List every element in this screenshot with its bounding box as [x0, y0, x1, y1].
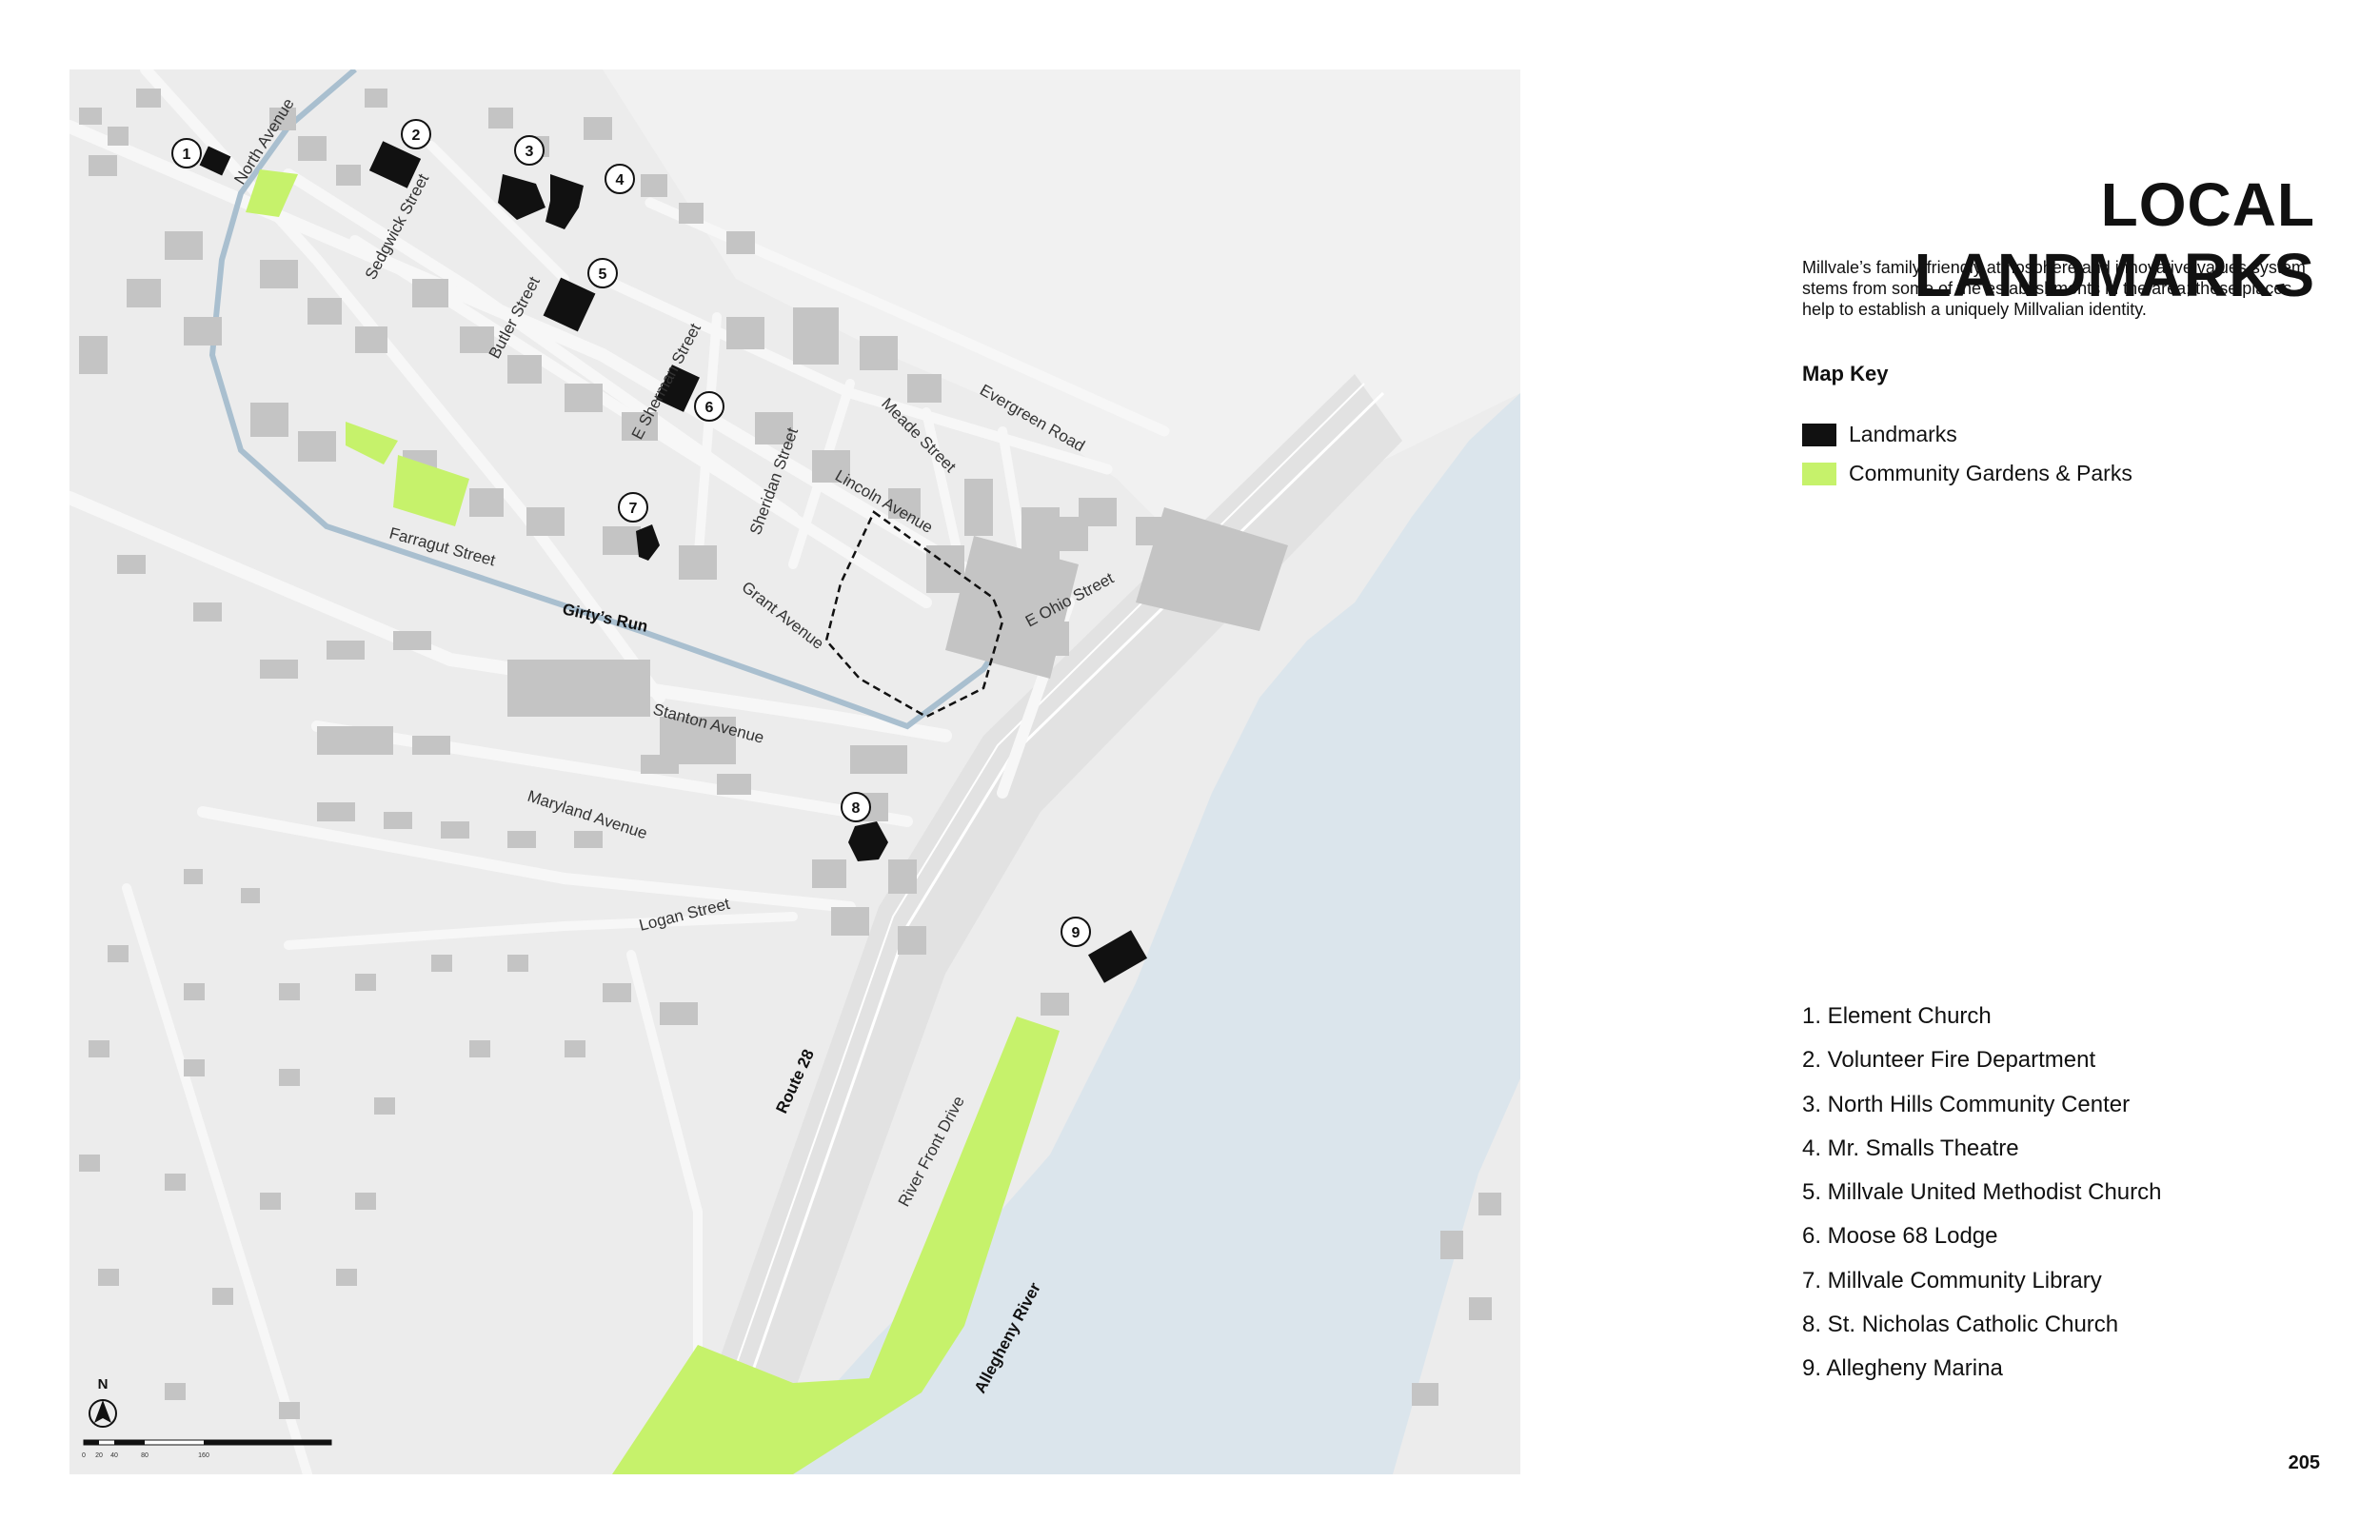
marker-6-label: 6: [705, 400, 714, 416]
marker-1[interactable]: 1: [171, 138, 202, 168]
landmark-swatch: [1802, 423, 1836, 446]
intro-paragraph: Millvale’s family-friendly atmosphere an…: [1802, 258, 2306, 319]
park-small: [346, 422, 398, 464]
marker-2-label: 2: [412, 128, 421, 144]
park-riverfront: [612, 1017, 1060, 1474]
marker-7[interactable]: 7: [618, 492, 648, 523]
scale-label-160: 160: [198, 1452, 209, 1459]
opposite-shore: [1393, 1078, 1520, 1474]
key-item-landmarks: Landmarks: [1802, 422, 1957, 447]
list-item: 2. Volunteer Fire Department: [1802, 1047, 2096, 1074]
marker-9[interactable]: 9: [1061, 917, 1091, 947]
landmarks: [199, 141, 1148, 983]
marker-6[interactable]: 6: [694, 391, 724, 422]
list-item: 4. Mr. Smalls Theatre: [1802, 1135, 2019, 1161]
landmark-2: [368, 141, 422, 188]
map-key-title: Map Key: [1802, 362, 1889, 385]
marker-8[interactable]: 8: [841, 792, 871, 822]
landmark-4: [545, 174, 584, 229]
neighborhood-map[interactable]: 1 2 3 4 5 6 7 8 9 North Avenue Sedgwick …: [69, 69, 1520, 1474]
landmark-5: [543, 277, 596, 332]
page-title: LOCAL LANDMARKS: [1914, 170, 2315, 309]
landmark-markers: 1 2 3 4 5 6 7 8 9: [171, 119, 1091, 947]
marker-1-label: 1: [183, 147, 191, 163]
key-label-landmarks: Landmarks: [1849, 422, 1957, 446]
landmark-8: [848, 821, 888, 861]
marker-4-label: 4: [616, 172, 625, 188]
marker-7-label: 7: [629, 501, 638, 517]
key-item-parks: Community Gardens & Parks: [1802, 461, 2132, 486]
list-item: 9. Allegheny Marina: [1802, 1355, 2003, 1382]
landmark-1: [199, 146, 231, 176]
landmark-6: [656, 365, 700, 412]
marker-2[interactable]: 2: [401, 119, 431, 149]
marker-9-label: 9: [1072, 925, 1081, 941]
street-network: [69, 69, 1170, 1474]
list-item: 1. Element Church: [1802, 1003, 1992, 1029]
page-number: 205: [2288, 1452, 2320, 1473]
scale-label-40: 40: [110, 1452, 118, 1459]
marker-8-label: 8: [852, 800, 861, 817]
list-item: 8. St. Nicholas Catholic Church: [1802, 1312, 2119, 1338]
landmark-list: 1. Element Church 2. Volunteer Fire Depa…: [1802, 1002, 2162, 1399]
buildings: [79, 89, 1501, 1419]
scale-label-0: 0: [82, 1452, 86, 1459]
marker-4[interactable]: 4: [605, 164, 635, 194]
landmark-9: [1087, 930, 1148, 983]
marker-5[interactable]: 5: [587, 258, 618, 288]
marker-3[interactable]: 3: [514, 135, 545, 166]
allegheny-river: [764, 393, 1520, 1474]
landmark-7: [636, 524, 660, 561]
girtys-run-creek: [208, 69, 1024, 730]
scale-bar: 0 20 40 80 160: [82, 1439, 332, 1459]
north-label: N: [98, 1376, 109, 1392]
park-north-ave: [246, 169, 298, 217]
parks: [246, 169, 1060, 1474]
list-item: 5. Millvale United Methodist Church: [1802, 1179, 2162, 1206]
scale-label-80: 80: [141, 1452, 149, 1459]
north-arrow: N: [89, 1376, 117, 1428]
scale-label-20: 20: [95, 1452, 103, 1459]
marker-5-label: 5: [599, 267, 607, 283]
list-item: 3. North Hills Community Center: [1802, 1091, 2131, 1117]
route-28-road: [679, 374, 1402, 1474]
marker-3-label: 3: [526, 144, 534, 160]
park-square: [393, 455, 469, 526]
key-label-parks: Community Gardens & Parks: [1849, 461, 2132, 485]
district-boundary: [824, 510, 1004, 719]
list-item: 6. Moose 68 Lodge: [1802, 1223, 1998, 1250]
park-swatch: [1802, 462, 1836, 485]
list-item: 7. Millvale Community Library: [1802, 1267, 2102, 1293]
landmark-3: [498, 174, 545, 220]
